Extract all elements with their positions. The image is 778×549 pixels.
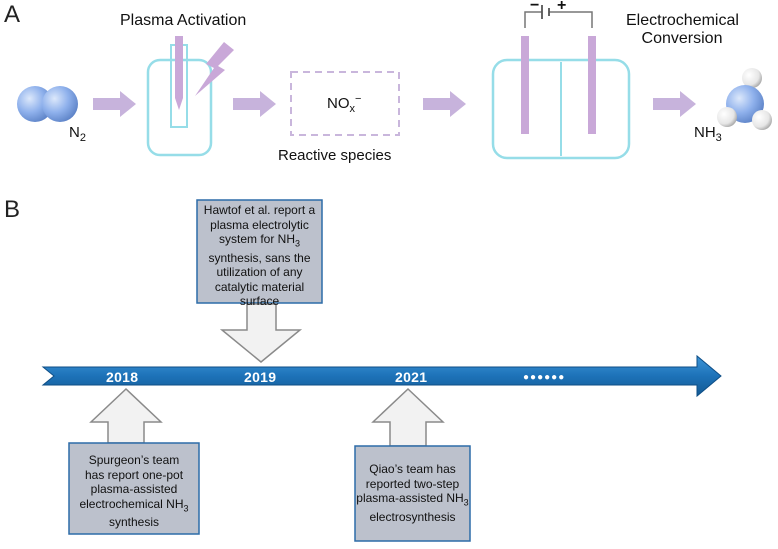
lightning-bolt-icon: [195, 42, 234, 96]
callout-2019-text: Hawtof et al. report a plasma electrolyt…: [203, 203, 316, 309]
reactive-species-label: Reactive species: [278, 147, 392, 164]
minus-terminal: −: [530, 0, 540, 14]
callout-2021: [354, 387, 471, 542]
arrow-species-to-cell: [423, 91, 466, 117]
year-2018: 2018: [106, 369, 139, 385]
panel-b-label: B: [4, 196, 21, 223]
timeline-more-dots: ●●●●●●: [523, 372, 566, 383]
plus-terminal: +: [557, 0, 567, 14]
n2-molecule-icon: [17, 86, 78, 122]
arrow-n2-to-plasma: [93, 91, 136, 117]
electrochemical-cell: [491, 5, 631, 160]
callout-2021-text: Qiao’s team has reported two-step plasma…: [356, 462, 469, 524]
reactive-species-box: [290, 71, 400, 136]
nh3-label: NH3: [694, 124, 722, 144]
plasma-reactor: [146, 36, 234, 157]
cathode-electrode: [521, 36, 529, 134]
plasma-activation-title: Plasma Activation: [120, 12, 247, 29]
process-arrows: [93, 91, 696, 117]
electrochemical-conversion-title: Electrochemical Conversion: [626, 12, 739, 47]
year-2019: 2019: [244, 369, 277, 385]
anode-electrode: [588, 36, 596, 134]
callout-2018-text: Spurgeon’s team has report one-pot plasm…: [79, 453, 189, 530]
nh3-molecule-icon: [717, 68, 772, 130]
panel-a-label: A: [4, 1, 21, 28]
arrow-plasma-to-species: [233, 91, 276, 117]
nox-label: NOx−: [327, 93, 362, 115]
callout-2018: [68, 387, 200, 535]
n2-label: N2: [69, 124, 86, 144]
callout-2019: [196, 199, 323, 363]
arrow-cell-to-nh3: [653, 91, 696, 117]
timeline-arrow: [41, 354, 722, 398]
year-2021: 2021: [395, 369, 428, 385]
plasma-electrode: [175, 36, 183, 110]
